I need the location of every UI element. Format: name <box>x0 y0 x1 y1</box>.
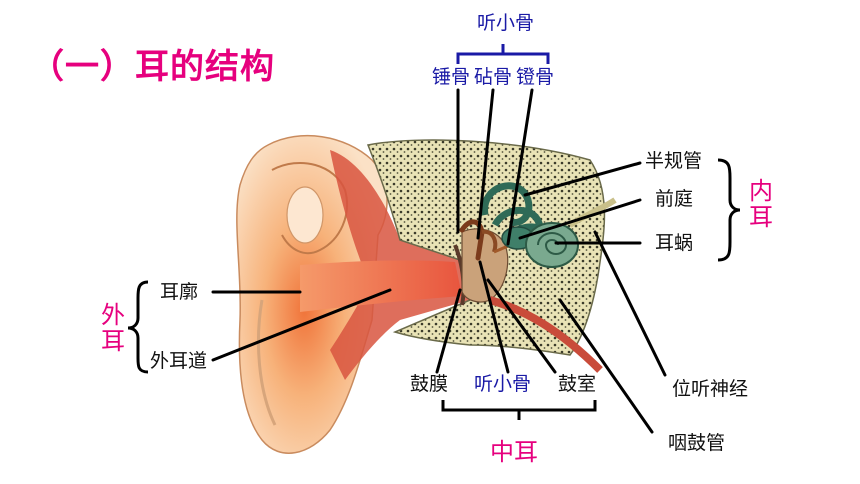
label-ossicles: 听小骨 <box>474 373 532 395</box>
label-stapes: 镫骨 <box>516 66 555 88</box>
label-malleus: 锤骨 <box>432 66 471 88</box>
ear-canal <box>300 260 462 312</box>
cochlea-shape <box>525 222 579 268</box>
page-title: （一）耳的结构 <box>30 47 275 87</box>
label-middle-ear: 中耳 <box>490 438 538 466</box>
label-inner-ear: 内耳 <box>749 177 773 231</box>
label-ossicles-group: 听小骨 <box>477 12 535 34</box>
label-auditory-nerve: 位听神经 <box>672 378 749 400</box>
label-incus: 砧骨 <box>474 66 513 88</box>
middle-ear-bracket <box>441 400 597 420</box>
auditory-nerve-shape <box>568 197 617 228</box>
leader-lines <box>211 88 667 434</box>
inner-ear-brace <box>717 158 741 262</box>
label-vestibule: 前庭 <box>655 188 694 210</box>
label-outer-ear: 外耳 <box>101 301 125 355</box>
label-eustachian-tube: 咽鼓管 <box>668 432 726 454</box>
label-ear-canal: 外耳道 <box>150 350 208 372</box>
label-eardrum: 鼓膜 <box>410 373 449 395</box>
eustachian-tube-shape <box>488 296 603 373</box>
outer-ear-brace <box>127 280 149 374</box>
ossicles-bracket <box>456 44 550 64</box>
label-tympanic-cavity: 鼓室 <box>558 373 597 395</box>
label-semicircular-canals: 半规管 <box>645 150 703 172</box>
label-auricle: 耳廓 <box>160 281 199 303</box>
label-cochlea: 耳蜗 <box>655 232 694 254</box>
